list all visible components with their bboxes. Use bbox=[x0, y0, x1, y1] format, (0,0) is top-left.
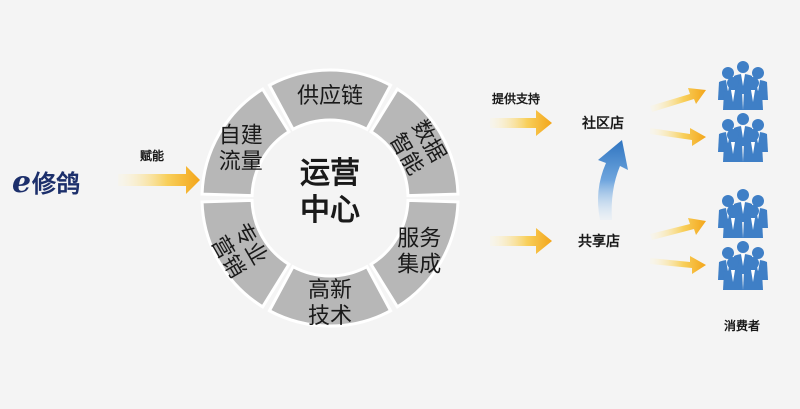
right-arrow-icon bbox=[650, 256, 706, 274]
center-line2: 中心 bbox=[300, 193, 360, 228]
logo-e-letter: e bbox=[12, 165, 31, 200]
right-arrow-icon bbox=[490, 110, 552, 136]
ring-segment-text: 技术 bbox=[308, 304, 352, 329]
people-group-4 bbox=[718, 241, 768, 290]
right-arrow-icon bbox=[490, 228, 552, 254]
up-arrow-icon bbox=[598, 140, 628, 220]
operation-center: 运营 中心 bbox=[300, 156, 360, 228]
ring-segment-text: 高新 bbox=[308, 278, 352, 303]
empower-label: 赋能 bbox=[140, 148, 164, 163]
ring-segment bbox=[368, 198, 460, 309]
ring-segment bbox=[267, 68, 393, 132]
right-arrow-icon bbox=[118, 166, 200, 194]
ring-segment bbox=[368, 87, 460, 198]
logo: e 修鸽 bbox=[12, 165, 80, 200]
ring-segment-text: 自建 bbox=[219, 124, 263, 149]
logo-name: 修鸽 bbox=[31, 170, 80, 198]
shared-store-label: 共享店 bbox=[578, 233, 620, 250]
people-group-2 bbox=[718, 113, 768, 162]
ring-segment bbox=[200, 198, 292, 309]
ring-segment-text: 流量 bbox=[219, 150, 263, 175]
consumers-label: 消费者 bbox=[724, 318, 760, 333]
up-arrow bbox=[598, 140, 628, 220]
ring-segment-label: 供应链 bbox=[297, 84, 363, 109]
ring-segment-text: 服务 bbox=[397, 227, 441, 252]
consumer-arrows bbox=[650, 88, 706, 274]
support-arrow: 提供支持 bbox=[490, 91, 552, 136]
people-group-3 bbox=[718, 189, 768, 238]
support-label: 提供支持 bbox=[492, 91, 540, 106]
shared-store-arrow bbox=[490, 228, 552, 254]
right-arrow-icon bbox=[650, 218, 706, 240]
ring-segment bbox=[200, 87, 292, 198]
right-arrow-icon bbox=[650, 88, 706, 112]
community-store-label: 社区店 bbox=[581, 115, 624, 132]
people-group-1 bbox=[718, 61, 768, 110]
ring-segment-text: 集成 bbox=[397, 253, 441, 278]
center-line1: 运营 bbox=[300, 156, 360, 191]
ring-segment bbox=[267, 264, 393, 328]
ring-segment-text: 供应链 bbox=[297, 84, 363, 109]
empower-arrow: 赋能 bbox=[118, 148, 200, 194]
right-arrow-icon bbox=[650, 128, 706, 146]
